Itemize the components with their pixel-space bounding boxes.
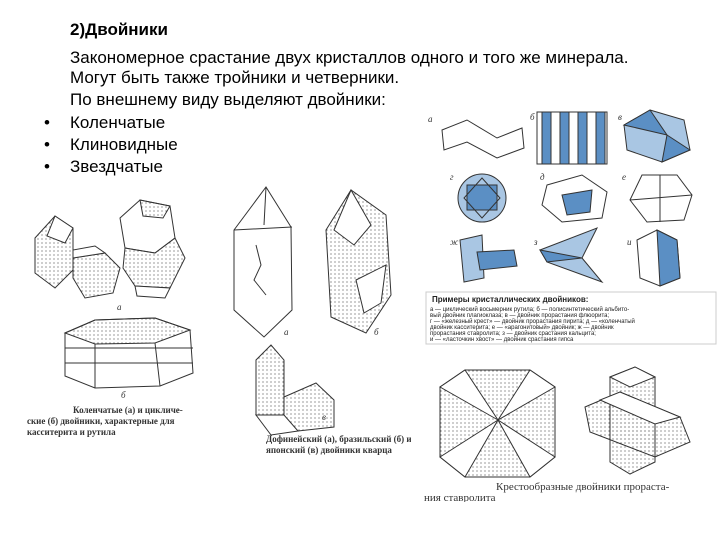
table-title: Примеры кристаллических двойников: [432, 295, 588, 304]
table-line: вый двойник плагиоклаза; в — двойник про… [430, 312, 609, 319]
table-line: г — «железный крест» — двойник прорастан… [430, 318, 635, 325]
figure-caption: ния ставролита [424, 492, 496, 502]
figure-label: в [322, 412, 326, 422]
table-line: а — циклический восьмерник рутила; б — п… [430, 306, 629, 313]
figure-caption: японский (в) двойники кварца [266, 445, 392, 455]
bullet-item: Звездчатые [40, 156, 178, 178]
figure-label: а [117, 302, 122, 312]
figure-label: а [284, 327, 289, 337]
figure-label: ж [450, 237, 459, 247]
figure-caption: Коленчатые (а) и цикличе- [73, 405, 183, 415]
figure-label: г [450, 172, 454, 182]
intro-text: По внешнему виду выделяют двойники: [70, 90, 386, 109]
figure-label: б [374, 327, 379, 337]
table-line: и — «ласточкин хвост» — двойник срастани… [430, 336, 574, 343]
figure-label: и [627, 237, 632, 247]
table-line: прорастания ставролита; з — двойник срас… [430, 330, 596, 337]
figure-label: б [121, 390, 126, 400]
table-line: двойник касситерита; е — «арагонитовый» … [430, 324, 614, 331]
figure-quartz-twins: а б в Дофинейский (а), бразильский (б) и… [233, 186, 411, 455]
figure-label: в [618, 112, 622, 122]
figure-label: б [530, 112, 535, 122]
bullet-item: Коленчатые [40, 112, 178, 134]
figure-caption: Крестообразные двойники прораста- [496, 481, 670, 493]
figure-knee-twins: а б Коленчатые (а) и цикличе- ские (б) д… [27, 199, 194, 437]
figure-caption: ские (б) двойники, характерные для [27, 416, 175, 426]
figure-label: з [533, 237, 538, 247]
slide-heading: 2)Двойники [70, 20, 168, 39]
definition-text: Закономерное срастание двух кристаллов о… [70, 48, 629, 87]
figure-label: д [540, 172, 545, 182]
twin-type-list: Коленчатые Клиновидные Звездчатые [40, 112, 178, 178]
figure-caption: касситерита и рутила [27, 427, 116, 437]
bullet-item: Клиновидные [40, 134, 178, 156]
figure-label: е [622, 172, 626, 182]
figure-caption: Дофинейский (а), бразильский (б) и [266, 434, 411, 444]
figure-cross-twins: Крестообразные двойники прораста- ния ст… [424, 366, 691, 502]
figure-label: а [428, 114, 433, 124]
figure-twin-examples: а б в г д е ж з и Примеры кристаллически… [425, 109, 717, 345]
